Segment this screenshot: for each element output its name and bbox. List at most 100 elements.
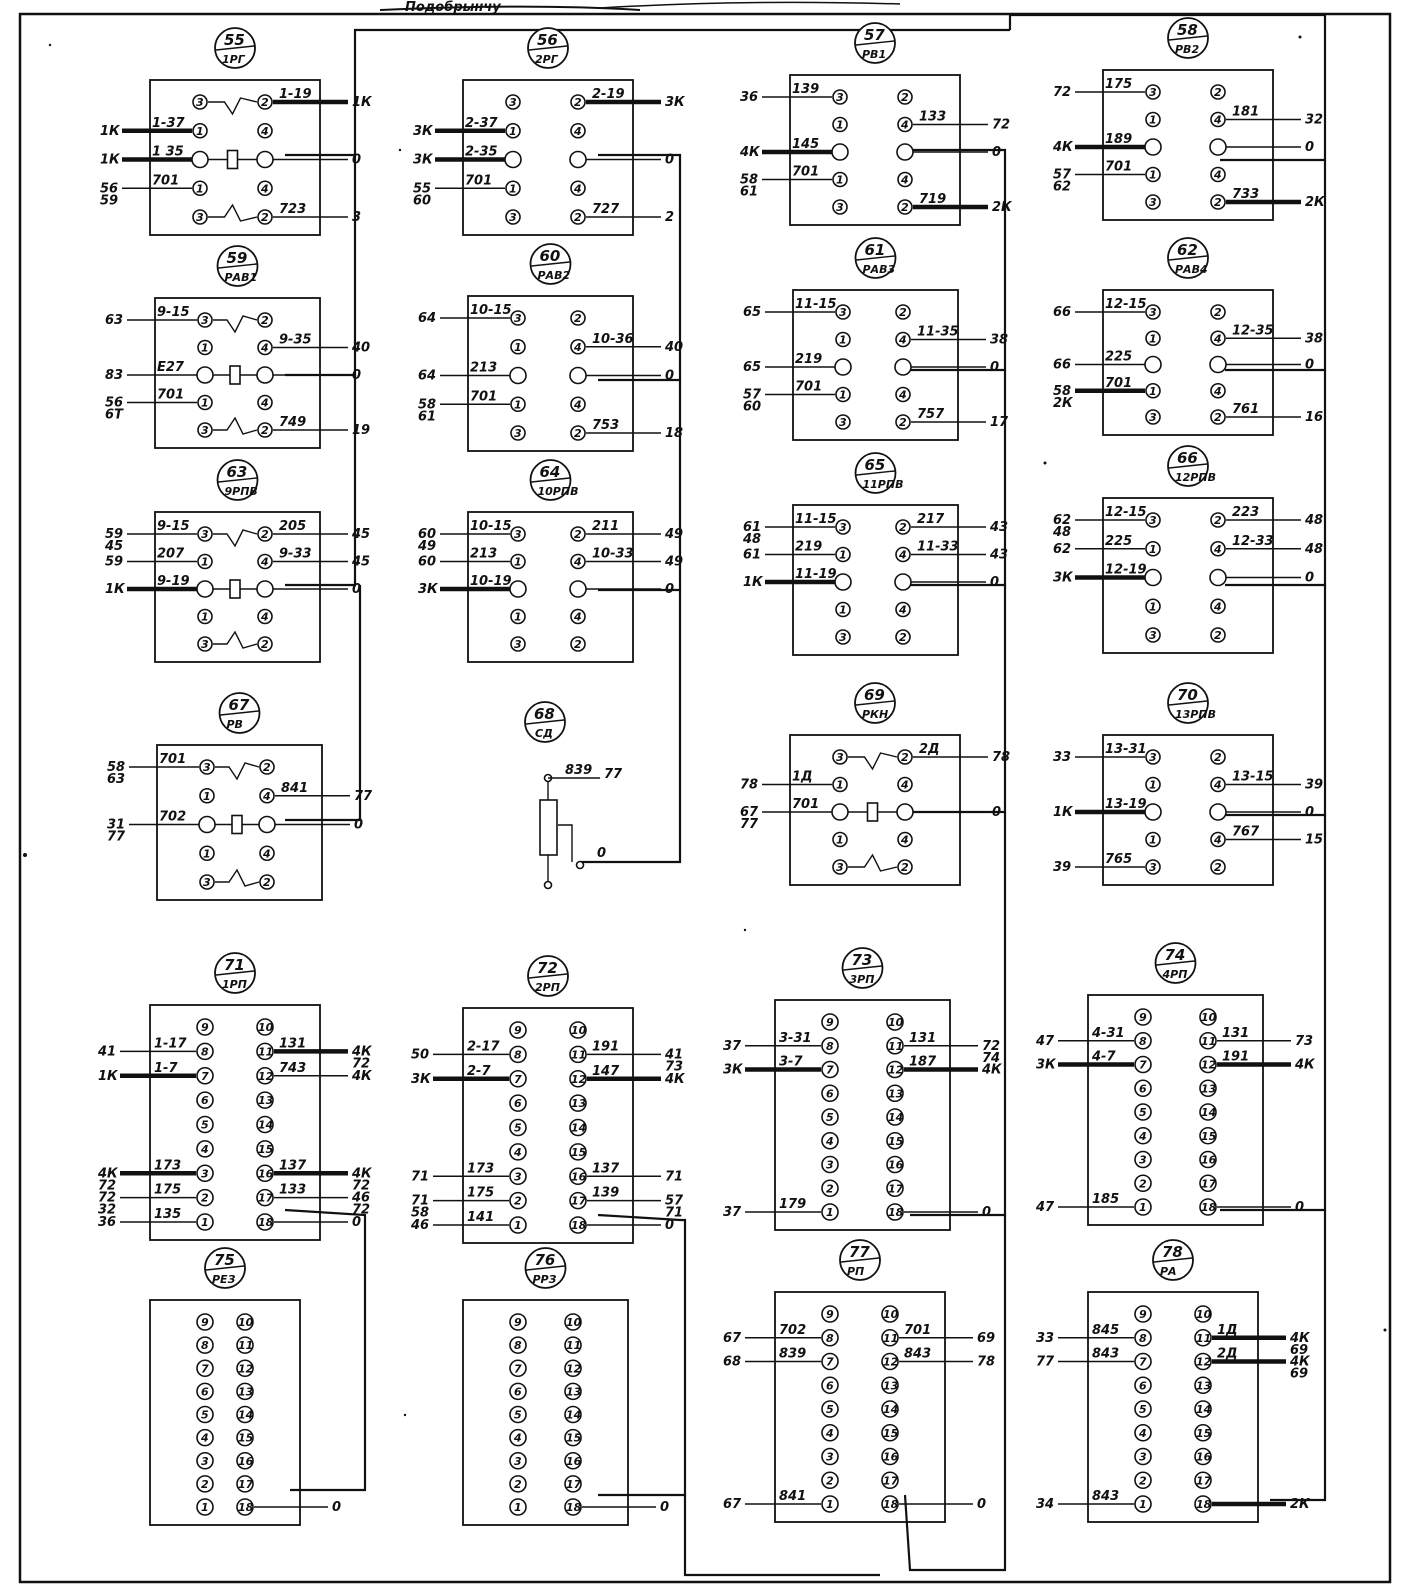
- pin-number: 1: [196, 182, 204, 195]
- pin-number: 12: [1201, 1059, 1217, 1072]
- contact-pin: [197, 608, 213, 625]
- pin-number: 3: [1149, 86, 1157, 99]
- contact-pin: [256, 1091, 274, 1109]
- wire-ext: 6T: [105, 408, 124, 423]
- contact-pin: [1134, 1126, 1152, 1145]
- wire-ext: 71: [665, 1206, 683, 1221]
- wire-ext: 58: [107, 760, 125, 775]
- contact-pin: [1134, 1423, 1152, 1442]
- pin-number: 3: [836, 201, 844, 214]
- wire-label: 139: [792, 82, 819, 97]
- wire-ext: 3К: [1053, 571, 1074, 586]
- wire-ext: 49: [664, 527, 683, 542]
- wire-ext: 71: [665, 1169, 683, 1184]
- pin-number: 1: [201, 342, 209, 355]
- pin-number: 8: [1139, 1035, 1147, 1048]
- wire-ext: 32: [98, 1203, 116, 1218]
- wire-label: 701: [792, 165, 819, 180]
- contact-pin: [509, 1167, 527, 1186]
- wire-ext: 37: [723, 1205, 742, 1220]
- wire-ext: 72: [352, 1056, 370, 1071]
- pin-number: 2: [1139, 1474, 1147, 1487]
- contact-pin: [821, 1400, 839, 1418]
- pin-number: 14: [1201, 1106, 1216, 1119]
- pin-number: 4: [900, 174, 909, 187]
- coil-terminal: [191, 150, 209, 169]
- relay-panel-74: 744РП9876543211011121314151617184-31474-…: [1035, 942, 1316, 1226]
- wire-ext: 0: [352, 368, 361, 383]
- block-code: 2РГ: [535, 53, 559, 66]
- pin-number: 17: [571, 1195, 587, 1208]
- wire-ext: 0: [665, 153, 674, 168]
- wire-label: 13-15: [1232, 770, 1274, 785]
- wire-ext: 3К: [665, 95, 686, 110]
- wire-label: 10-19: [470, 574, 512, 589]
- block-number: 75: [214, 1251, 235, 1269]
- wire-label: 185: [1092, 1192, 1119, 1207]
- wire-ext: 36: [740, 90, 758, 105]
- contact-pin: [510, 608, 526, 625]
- contact-pin: [509, 1216, 527, 1234]
- contact-pin: [821, 1179, 839, 1198]
- wire-label: 191: [592, 1039, 619, 1054]
- pin-number: 8: [514, 1339, 522, 1352]
- contact-pin: [509, 1336, 527, 1354]
- contact-pin: [259, 787, 275, 804]
- coil-terminal: [1209, 803, 1227, 821]
- block-number: 62: [1177, 241, 1198, 259]
- wire-ext: 37: [723, 1039, 742, 1054]
- wire-ext: 3К: [723, 1063, 744, 1078]
- contact-pin: [509, 1451, 527, 1470]
- contact-pin: [1134, 1103, 1152, 1121]
- pin-number: 1: [1149, 834, 1157, 847]
- wire-label: 147: [592, 1064, 620, 1079]
- wire-ext: 73: [665, 1059, 683, 1074]
- pin-number: 2: [899, 521, 907, 534]
- pin-number: 18: [1201, 1201, 1217, 1214]
- pin-number: 7: [201, 1070, 209, 1083]
- wire-label: 9-15: [157, 519, 190, 534]
- wire-ext: 0: [665, 582, 674, 597]
- pin-number: 5: [201, 1409, 209, 1422]
- wire-label: 1-37: [152, 116, 185, 131]
- block-code: 11РПВ: [863, 478, 904, 491]
- wire-ext: 0: [1305, 571, 1314, 586]
- pin-number: 6: [201, 1385, 209, 1398]
- wire-ext: 72: [352, 1203, 370, 1218]
- wire-label: 10-36: [592, 332, 634, 347]
- pin-number: 2: [901, 751, 909, 764]
- contact-pin: [236, 1451, 254, 1470]
- contact-pin: [236, 1359, 254, 1378]
- pin-number: 2: [261, 211, 269, 224]
- pin-number: 5: [826, 1403, 834, 1416]
- coil-terminal: [509, 580, 527, 598]
- contact-pin: [196, 1018, 214, 1036]
- wire-ext: 0: [354, 818, 363, 833]
- contact-pin: [881, 1376, 899, 1395]
- contact-pin: [821, 1305, 839, 1323]
- contact-pin: [881, 1447, 899, 1466]
- contact-pin: [821, 1328, 839, 1347]
- relay-block-58: 58РВ231132442175721894К70157621813207332…: [1052, 17, 1326, 221]
- contact-pin: [895, 304, 911, 320]
- contact-pin: [897, 859, 913, 875]
- bus-wire: [285, 375, 357, 587]
- panel-frame: [1087, 994, 1264, 1226]
- pin-number: 12: [1196, 1356, 1212, 1369]
- wire-ext: 0: [990, 360, 999, 375]
- wire-label: 2-35: [465, 145, 498, 160]
- block-number: 68: [534, 705, 555, 723]
- wire-ext: 3К: [411, 1072, 432, 1087]
- contact-pin: [1210, 749, 1226, 765]
- wire-label: 9-15: [157, 305, 190, 320]
- wire-ext: 1К: [352, 95, 373, 110]
- contact-pin: [196, 1336, 214, 1354]
- wire-label: 727: [592, 202, 620, 217]
- pin-number: 2: [901, 201, 909, 214]
- pin-number: 1: [196, 125, 204, 138]
- pin-number: 1: [826, 1498, 834, 1511]
- pin-number: 1: [836, 119, 844, 132]
- pin-number: 2: [261, 528, 269, 541]
